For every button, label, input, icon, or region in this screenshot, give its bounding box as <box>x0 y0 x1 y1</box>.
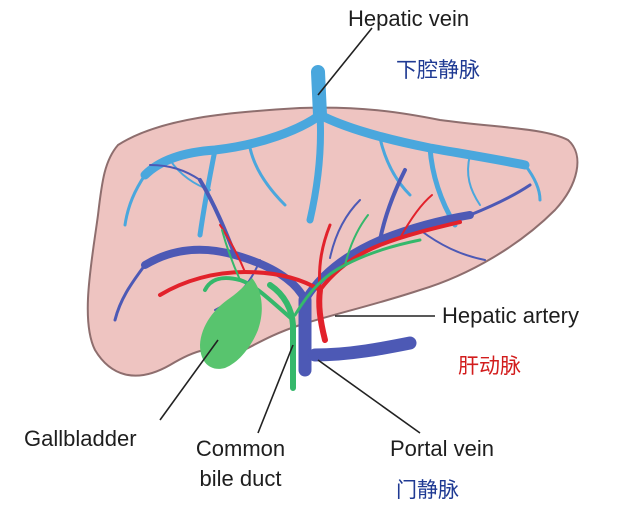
common-bile-duct-label: Common bile duct <box>183 434 298 494</box>
hepatic-vein-label: Hepatic vein <box>348 6 470 31</box>
leader-lines <box>159 27 435 434</box>
hepatic-artery-label: Hepatic artery <box>442 303 579 328</box>
bile-ducts <box>203 214 422 391</box>
portal-vein-zh-label: 门静脉 <box>396 478 459 502</box>
liver-shape <box>86 106 579 377</box>
common-bile-duct-line2: bile duct <box>199 466 282 491</box>
portal-vein-label: Portal vein <box>390 436 494 461</box>
common-bile-duct-line1: Common <box>195 436 286 461</box>
gallbladder-label: Gallbladder <box>24 426 137 451</box>
portal-vein-vessels <box>113 164 532 377</box>
hepatic-artery-zh-label: 肝动脉 <box>458 354 521 378</box>
hepatic-vein-vessels <box>123 65 542 238</box>
gallbladder-organ <box>200 278 262 369</box>
hepatic-vein-zh-label: 下腔静脉 <box>396 58 480 82</box>
